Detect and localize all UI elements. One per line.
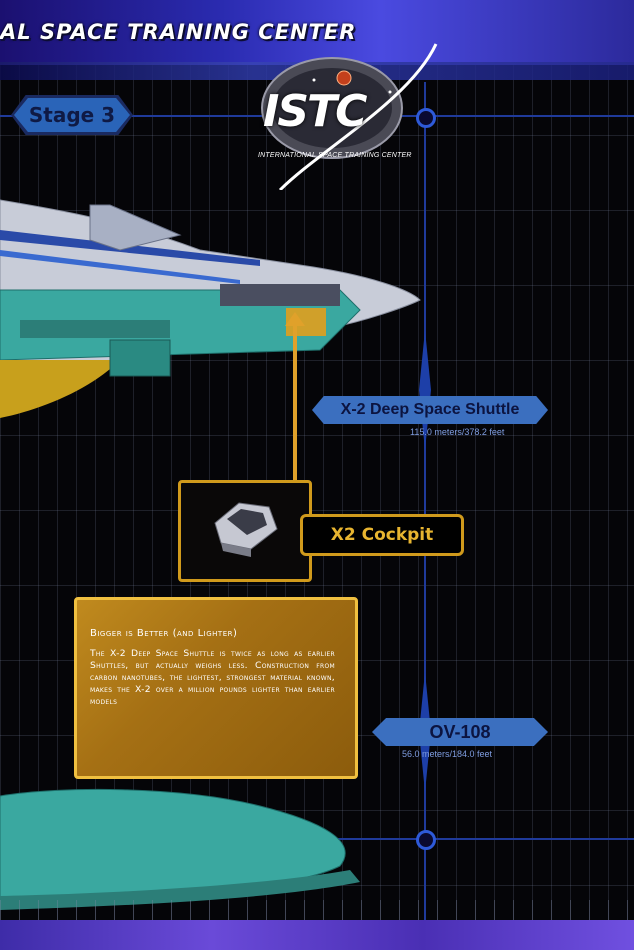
- stage-badge: Stage 3: [14, 98, 130, 132]
- info-panel: [74, 597, 358, 779]
- guide-line-vertical: [424, 82, 426, 922]
- guide-node-top: [416, 108, 436, 128]
- bottom-strip: [0, 920, 634, 950]
- cockpit-label: X2 Cockpit: [300, 514, 464, 556]
- ov108-shuttle-illustration: [0, 788, 360, 910]
- guide-node-bottom: [416, 830, 436, 850]
- banner-title: AL SPACE TRAINING CENTER: [0, 20, 357, 44]
- cockpit-arrow-line: [293, 322, 297, 486]
- logo-subtitle: INTERNATIONAL SPACE TRAINING CENTER: [258, 152, 412, 159]
- info-title: Bigger is Better (and Lighter): [90, 628, 238, 639]
- istc-logo: [261, 43, 438, 190]
- info-body: The X-2 Deep Space Shuttle is twice as l…: [90, 648, 335, 707]
- cockpit-arrow-head: [285, 312, 305, 326]
- x2-shuttle-length: 115.0 meters/378.2 feet: [410, 427, 505, 437]
- ov108-label: OV-108: [372, 718, 548, 746]
- cockpit-thumbnail-frame: [178, 480, 312, 582]
- x2-shuttle-label: X-2 Deep Space Shuttle: [312, 396, 548, 424]
- ov108-length: 56.0 meters/184.0 feet: [402, 749, 493, 759]
- bottom-ruler: [0, 900, 634, 920]
- shuttle-illustration: [0, 199, 421, 418]
- cockpit-thumbnail: [214, 502, 278, 557]
- logo-acronym: ISTC: [263, 86, 367, 137]
